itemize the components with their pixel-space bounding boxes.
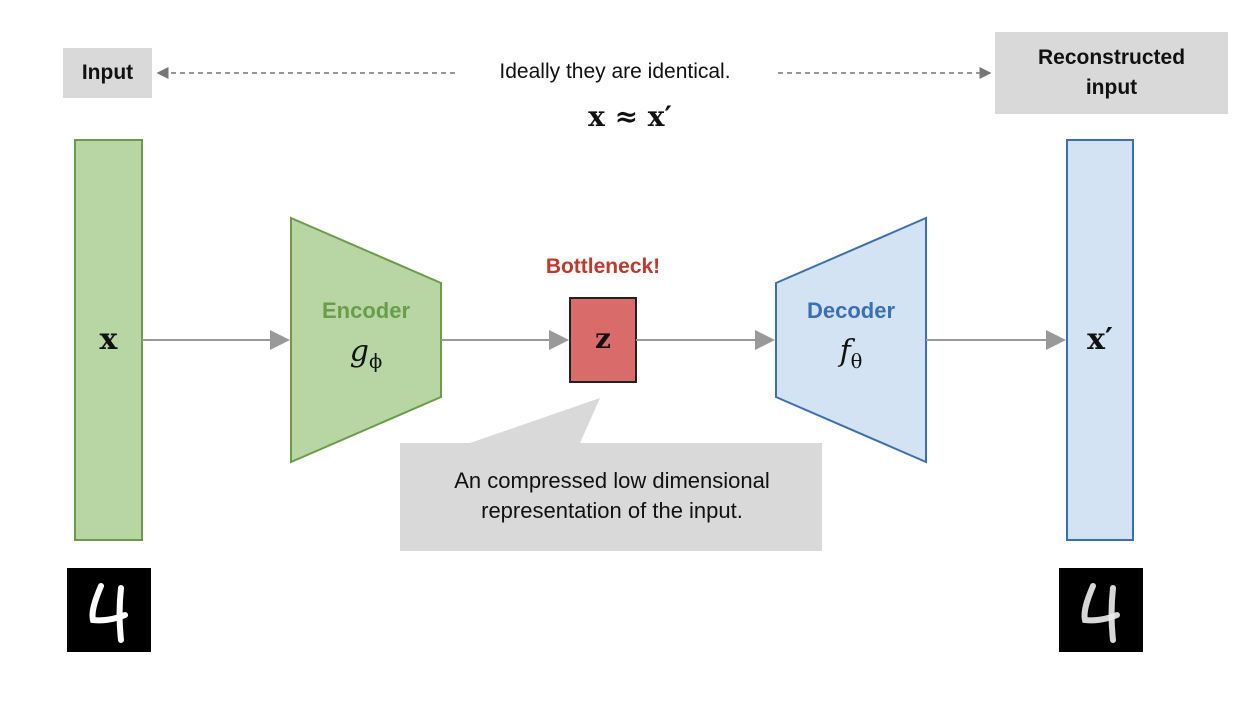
decoder-func-subscript: θ <box>850 350 863 373</box>
handwritten-four-icon <box>89 583 128 643</box>
bottleneck-title: Bottleneck! <box>545 255 661 278</box>
decoder-function: fθ <box>776 334 926 373</box>
approx-equation: x ≈ x′ <box>588 100 672 133</box>
output-bar <box>1066 139 1134 541</box>
z-symbol: z <box>595 322 611 355</box>
decoder-func-letter: f <box>839 334 851 369</box>
encoder-title: Encoder <box>321 298 411 323</box>
bottleneck-z-box <box>569 297 637 383</box>
encoder-shape <box>290 216 442 464</box>
encoder-func-subscript: ϕ <box>368 350 383 373</box>
encoder-func-letter: g <box>349 334 369 369</box>
input-symbol: x <box>99 322 118 357</box>
callout-bubble <box>400 398 822 551</box>
identical-caption: Ideally they are identical. <box>499 60 731 83</box>
encoder-function: gϕ <box>291 334 441 373</box>
decoder-shape <box>775 216 927 464</box>
decoder-title: Decoder <box>806 298 896 323</box>
callout-text: An compressed low dimensional representa… <box>454 468 770 523</box>
input-label: Input <box>63 48 152 98</box>
input-digit-image <box>67 568 151 652</box>
output-digit-image <box>1059 568 1143 652</box>
output-symbol: x′ <box>1087 322 1113 357</box>
reconstructed-input-label: Reconstructed input <box>995 32 1228 114</box>
handwritten-four-reconstructed-icon <box>1081 583 1120 643</box>
